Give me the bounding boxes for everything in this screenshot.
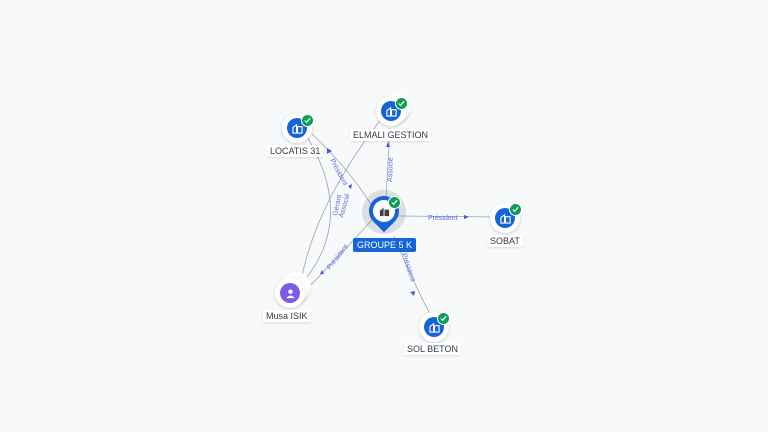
edge-label: Président (400, 252, 416, 282)
edge-musa-main (304, 219, 373, 292)
check-icon (395, 97, 408, 110)
arrow-marker (348, 184, 352, 189)
arrow-marker (320, 270, 324, 274)
person-icon (280, 283, 300, 303)
arrow-marker (327, 148, 332, 154)
node-label: Musa ISIK (263, 310, 311, 322)
node-label: ELMALI GESTION (350, 129, 432, 141)
node-label: SOBAT (487, 235, 523, 247)
building-icon (379, 207, 389, 216)
edge-locatis-main (311, 133, 373, 207)
edge-label: Gérant (332, 194, 343, 216)
node-label: GROUPE 5 K (353, 238, 417, 252)
check-icon (437, 312, 450, 325)
arrow-marker (464, 215, 469, 219)
node-label: LOCATIS 31 (267, 145, 324, 157)
arrow-marker (410, 291, 415, 296)
check-icon (509, 203, 522, 216)
node-label: SOL BETON (404, 343, 462, 355)
edge-label: Président (326, 244, 350, 272)
edge-label: Président (428, 215, 458, 222)
arrow-marker (386, 142, 390, 147)
edge-label: Associé (387, 157, 395, 182)
edge-main-sobat (397, 215, 503, 218)
check-icon (301, 114, 314, 127)
check-icon (388, 196, 401, 209)
